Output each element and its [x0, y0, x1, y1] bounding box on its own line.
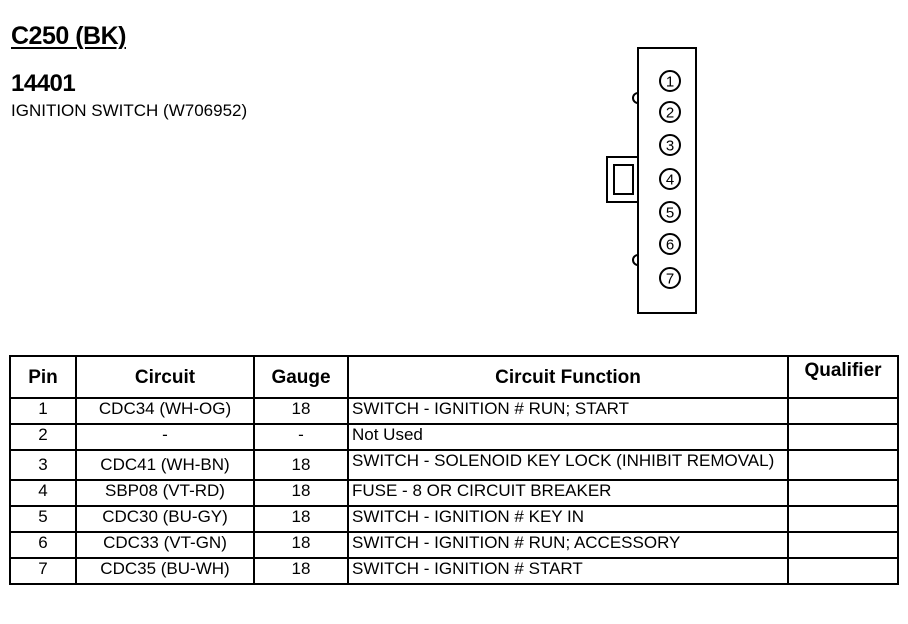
pin-circle-2: 2	[659, 101, 681, 123]
cell-function: SWITCH - SOLENOID KEY LOCK (INHIBIT REMO…	[347, 449, 789, 481]
pin-circle-4: 4	[659, 168, 681, 190]
cell-pin: 6	[9, 531, 77, 559]
connector-latch	[606, 156, 639, 203]
cell-qualifier	[787, 397, 899, 425]
cell-qualifier	[787, 505, 899, 533]
column-header-qualifier: Qualifier	[787, 355, 899, 399]
cell-gauge: 18	[253, 505, 349, 533]
part-number: 14401	[11, 70, 76, 97]
cell-function: SWITCH - IGNITION # START	[347, 557, 789, 585]
connector-face-diagram: 1 2 3 4 5 6 7	[600, 45, 700, 320]
svg-text:4: 4	[666, 172, 674, 189]
cell-qualifier	[787, 449, 899, 481]
svg-text:2: 2	[666, 105, 674, 122]
pin-circle-7: 7	[659, 267, 681, 289]
cell-qualifier	[787, 423, 899, 451]
cell-function: FUSE - 8 OR CIRCUIT BREAKER	[347, 479, 789, 507]
table-row: 3 CDC41 (WH-BN) 18 SWITCH - SOLENOID KEY…	[9, 449, 899, 481]
cell-pin: 3	[9, 449, 77, 481]
cell-circuit: CDC35 (BU-WH)	[75, 557, 255, 585]
cell-gauge: -	[253, 423, 349, 451]
cell-gauge: 18	[253, 449, 349, 481]
svg-text:5: 5	[666, 205, 674, 222]
column-header-gauge: Gauge	[253, 355, 349, 399]
cell-gauge: 18	[253, 557, 349, 585]
part-description: IGNITION SWITCH (W706952)	[11, 101, 248, 120]
table-row: 1 CDC34 (WH-OG) 18 SWITCH - IGNITION # R…	[9, 397, 899, 425]
cell-function: SWITCH - IGNITION # RUN; START	[347, 397, 789, 425]
cell-function: Not Used	[347, 423, 789, 451]
table-row: 5 CDC30 (BU-GY) 18 SWITCH - IGNITION # K…	[9, 505, 899, 533]
cell-qualifier	[787, 557, 899, 585]
pin-circle-6: 6	[659, 233, 681, 255]
svg-text:1: 1	[666, 74, 674, 91]
table-row: 6 CDC33 (VT-GN) 18 SWITCH - IGNITION # R…	[9, 531, 899, 559]
column-header-function: Circuit Function	[347, 355, 789, 399]
cell-pin: 7	[9, 557, 77, 585]
svg-text:3: 3	[666, 138, 674, 155]
table-header-row: Pin Circuit Gauge Circuit Function Quali…	[9, 355, 899, 399]
cell-qualifier	[787, 479, 899, 507]
connector-latch-inner	[613, 164, 634, 195]
cell-gauge: 18	[253, 397, 349, 425]
svg-text:6: 6	[666, 237, 674, 254]
cell-circuit: CDC33 (VT-GN)	[75, 531, 255, 559]
cell-function: SWITCH - IGNITION # KEY IN	[347, 505, 789, 533]
cell-qualifier	[787, 531, 899, 559]
cell-circuit: CDC41 (WH-BN)	[75, 449, 255, 481]
key-bump-bottom	[632, 254, 639, 266]
pinout-table: Pin Circuit Gauge Circuit Function Quali…	[9, 355, 899, 585]
cell-pin: 2	[9, 423, 77, 451]
cell-gauge: 18	[253, 531, 349, 559]
connector-id: C250 (BK)	[11, 22, 126, 50]
cell-pin: 5	[9, 505, 77, 533]
table-row: 2 - - Not Used	[9, 423, 899, 451]
pin-circle-3: 3	[659, 134, 681, 156]
table-row: 4 SBP08 (VT-RD) 18 FUSE - 8 OR CIRCUIT B…	[9, 479, 899, 507]
cell-pin: 4	[9, 479, 77, 507]
cell-circuit: CDC30 (BU-GY)	[75, 505, 255, 533]
table-row: 7 CDC35 (BU-WH) 18 SWITCH - IGNITION # S…	[9, 557, 899, 585]
column-header-circuit: Circuit	[75, 355, 255, 399]
pin-circle-5: 5	[659, 201, 681, 223]
column-header-pin: Pin	[9, 355, 77, 399]
cell-circuit: SBP08 (VT-RD)	[75, 479, 255, 507]
svg-text:7: 7	[666, 271, 674, 288]
cell-circuit: -	[75, 423, 255, 451]
cell-circuit: CDC34 (WH-OG)	[75, 397, 255, 425]
cell-function: SWITCH - IGNITION # RUN; ACCESSORY	[347, 531, 789, 559]
cell-pin: 1	[9, 397, 77, 425]
pin-circle-1: 1	[659, 70, 681, 92]
key-bump-top	[632, 92, 639, 104]
cell-gauge: 18	[253, 479, 349, 507]
